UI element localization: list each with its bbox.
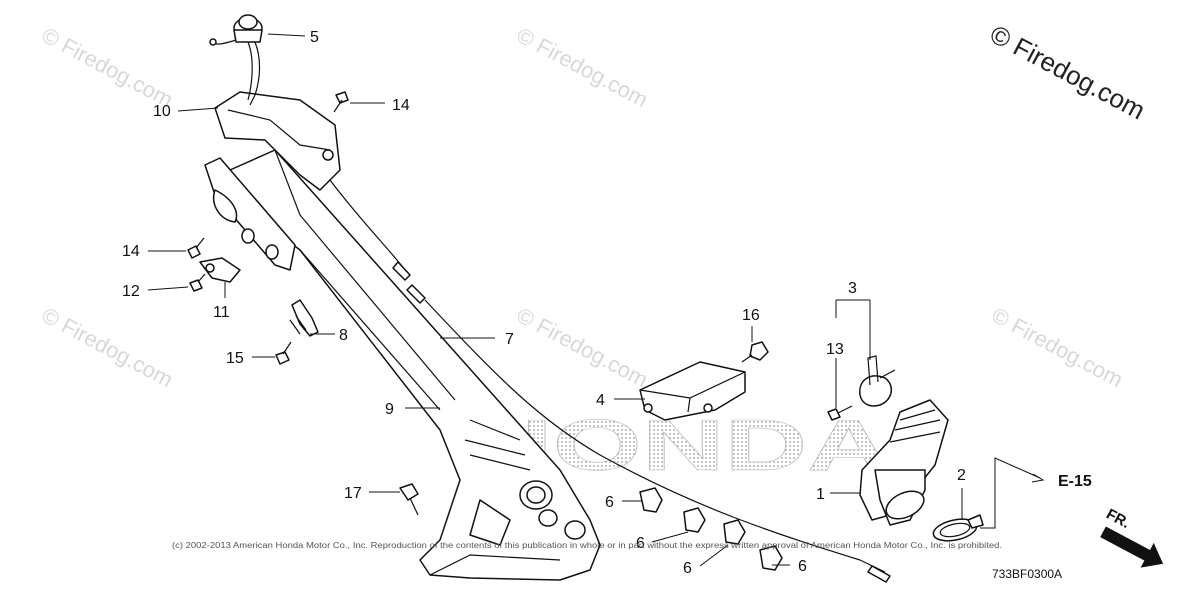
screw-13 — [827, 405, 853, 421]
rubber-boot — [859, 399, 949, 526]
watermark-text: © Firedog.com — [988, 302, 1127, 392]
stop-switch — [209, 14, 263, 106]
callout-4: 4 — [596, 392, 605, 409]
callout-8: 8 — [339, 327, 348, 344]
watermark-main: © Firedog.com — [985, 19, 1150, 126]
watermark-text: © Firedog.com — [513, 22, 652, 112]
callout-15: 15 — [226, 350, 244, 367]
watermark-text: © Firedog.com — [38, 22, 177, 112]
callout-17: 17 — [344, 485, 362, 502]
front-direction-arrow: FR. — [1100, 506, 1164, 568]
handle-grip — [204, 91, 341, 271]
copyright-notice: (c) 2002-2013 American Honda Motor Co., … — [172, 541, 1002, 550]
callout-9: 9 — [385, 401, 394, 418]
reference-label: E-15 — [1058, 473, 1092, 490]
diagram-code: 733BF0300A — [992, 567, 1062, 581]
callout-5: 5 — [310, 29, 319, 46]
callout-3: 3 — [848, 280, 857, 297]
callout-13: 13 — [826, 341, 844, 358]
bolt-16 — [741, 341, 769, 363]
callout-14-top: 14 — [392, 97, 410, 114]
callout-12: 12 — [122, 283, 140, 300]
holder-11 — [199, 257, 241, 283]
callout-6-a: 6 — [605, 494, 614, 511]
cable-guide — [639, 361, 746, 421]
cable-clips — [639, 487, 783, 571]
callout-14-left: 14 — [122, 243, 140, 260]
callout-numbers: 5 10 14 14 12 11 15 8 7 9 17 4 16 3 13 1… — [122, 29, 966, 577]
screws — [187, 91, 419, 516]
callout-2: 2 — [957, 467, 966, 484]
callout-10: 10 — [153, 103, 171, 120]
faint-watermarks: © Firedog.com © Firedog.com © Firedog.co… — [38, 22, 1127, 392]
clamp-3 — [859, 355, 896, 407]
callout-1: 1 — [816, 486, 825, 503]
callout-7: 7 — [505, 331, 514, 348]
callout-6-c: 6 — [683, 560, 692, 577]
callout-6-d: 6 — [798, 558, 807, 575]
cable-holder — [289, 299, 319, 337]
leader-lines — [147, 33, 1045, 567]
watermark-text: © Firedog.com — [513, 302, 652, 392]
watermark-text: © Firedog.com — [38, 302, 177, 392]
callout-16: 16 — [742, 307, 760, 324]
callout-6-b: 6 — [636, 535, 645, 552]
throttle-cable — [329, 179, 891, 583]
main-pipe — [229, 149, 601, 581]
callout-11: 11 — [213, 304, 230, 321]
band-clamp — [932, 514, 984, 542]
